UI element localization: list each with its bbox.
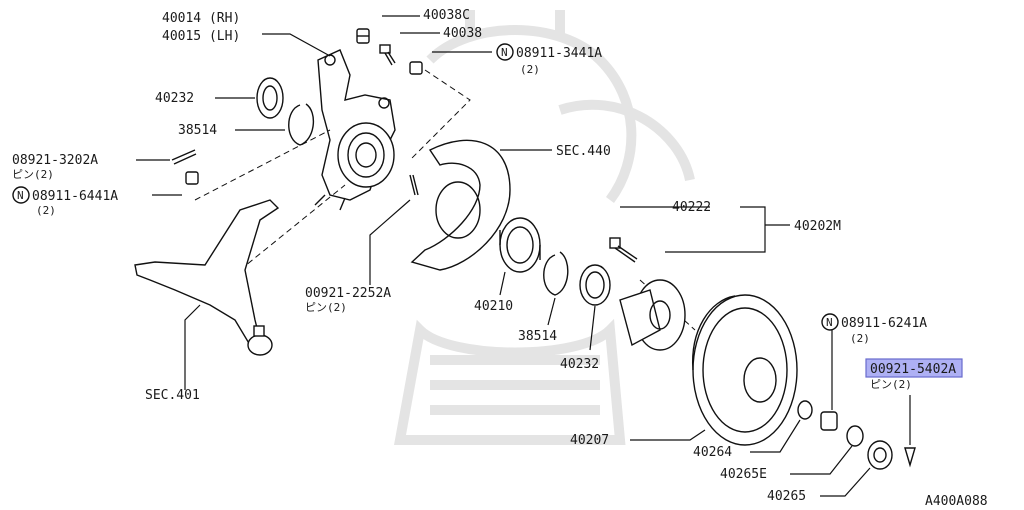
label-40222: 40222 bbox=[672, 200, 711, 215]
label-40265e: 40265E bbox=[720, 467, 767, 482]
brake-rotor-40207[interactable] bbox=[692, 294, 798, 446]
cap-40265-shape[interactable] bbox=[867, 440, 893, 470]
n-marker-text: N bbox=[501, 46, 508, 59]
label-40038c: 40038C bbox=[423, 8, 470, 23]
pin-00921-5402a-shape[interactable] bbox=[904, 447, 916, 468]
label-40014-rh: 40014 (RH) bbox=[162, 11, 240, 26]
diagram-id: A400A088 bbox=[925, 494, 988, 509]
label-00921-2252a: 00921-2252A bbox=[305, 286, 391, 301]
washer-40264-shape[interactable] bbox=[797, 400, 813, 420]
dust-baffle-plate[interactable] bbox=[410, 139, 511, 271]
label-40232-top: 40232 bbox=[155, 91, 194, 106]
label-08911-3441a-qty: (2) bbox=[520, 63, 540, 76]
nut-08911-3441a-shape[interactable] bbox=[409, 61, 423, 75]
lower-control-arm[interactable] bbox=[134, 199, 280, 356]
snap-ring-38514-mid-shape[interactable] bbox=[543, 251, 569, 296]
washer-40265e-shape[interactable] bbox=[846, 425, 864, 447]
label-40210: 40210 bbox=[474, 299, 513, 314]
label-08911-6241a-qty: (2) bbox=[850, 332, 870, 345]
n-marker-icon: N bbox=[496, 43, 514, 61]
label-sec440: SEC.440 bbox=[556, 144, 611, 159]
n-marker-text-3: N bbox=[826, 316, 833, 329]
seal-40232-top-shape[interactable] bbox=[256, 77, 284, 119]
bearing-40210-shape[interactable] bbox=[499, 217, 541, 273]
label-40207: 40207 bbox=[570, 433, 609, 448]
n-marker-text-2: N bbox=[17, 189, 24, 202]
label-40015-lh: 40015 (LH) bbox=[162, 29, 240, 44]
label-08921-3202a-sub: ピン(2) bbox=[12, 168, 54, 181]
highlight-box-00921-5402a bbox=[865, 358, 963, 378]
wheel-hub-40202m[interactable] bbox=[619, 279, 686, 351]
n-marker-icon-2: N bbox=[12, 186, 30, 204]
label-08911-6241a: 08911-6241A bbox=[841, 316, 927, 331]
label-08911-3441a: 08911-3441A bbox=[516, 46, 602, 61]
watermark-crest bbox=[394, 10, 695, 445]
stud-40222-shape[interactable] bbox=[609, 237, 638, 263]
seal-40232-mid-shape[interactable] bbox=[579, 264, 611, 306]
label-00921-5402a[interactable]: 00921-5402A bbox=[870, 362, 956, 377]
nut-08911-6241a-shape[interactable] bbox=[820, 411, 838, 431]
label-sec401: SEC.401 bbox=[145, 388, 200, 403]
pin-08921-3202a-shape[interactable] bbox=[171, 149, 197, 165]
n-marker-icon-3: N bbox=[821, 313, 839, 331]
label-38514-mid: 38514 bbox=[518, 329, 557, 344]
label-40265: 40265 bbox=[767, 489, 806, 504]
pin-00921-2252a-shape[interactable] bbox=[409, 174, 419, 196]
label-40038: 40038 bbox=[443, 26, 482, 41]
label-38514-top: 38514 bbox=[178, 123, 217, 138]
label-40202m: 40202M bbox=[794, 219, 841, 234]
label-40232-mid: 40232 bbox=[560, 357, 599, 372]
label-40264: 40264 bbox=[693, 445, 732, 460]
label-00921-5402a-sub: ピン(2) bbox=[870, 378, 912, 391]
label-00921-2252a-sub: ピン(2) bbox=[305, 301, 347, 314]
steering-knuckle[interactable] bbox=[314, 49, 396, 211]
bolt-40038-shape[interactable] bbox=[379, 44, 396, 66]
nut-08911-6441a-shape[interactable] bbox=[185, 171, 199, 185]
label-08911-6441a-qty: (2) bbox=[36, 204, 56, 217]
snap-ring-38514-top-shape[interactable] bbox=[288, 103, 315, 146]
nut-40038c-shape[interactable] bbox=[356, 28, 370, 44]
label-08921-3202a: 08921-3202A bbox=[12, 153, 98, 168]
label-08911-6441a: 08911-6441A bbox=[32, 189, 118, 204]
